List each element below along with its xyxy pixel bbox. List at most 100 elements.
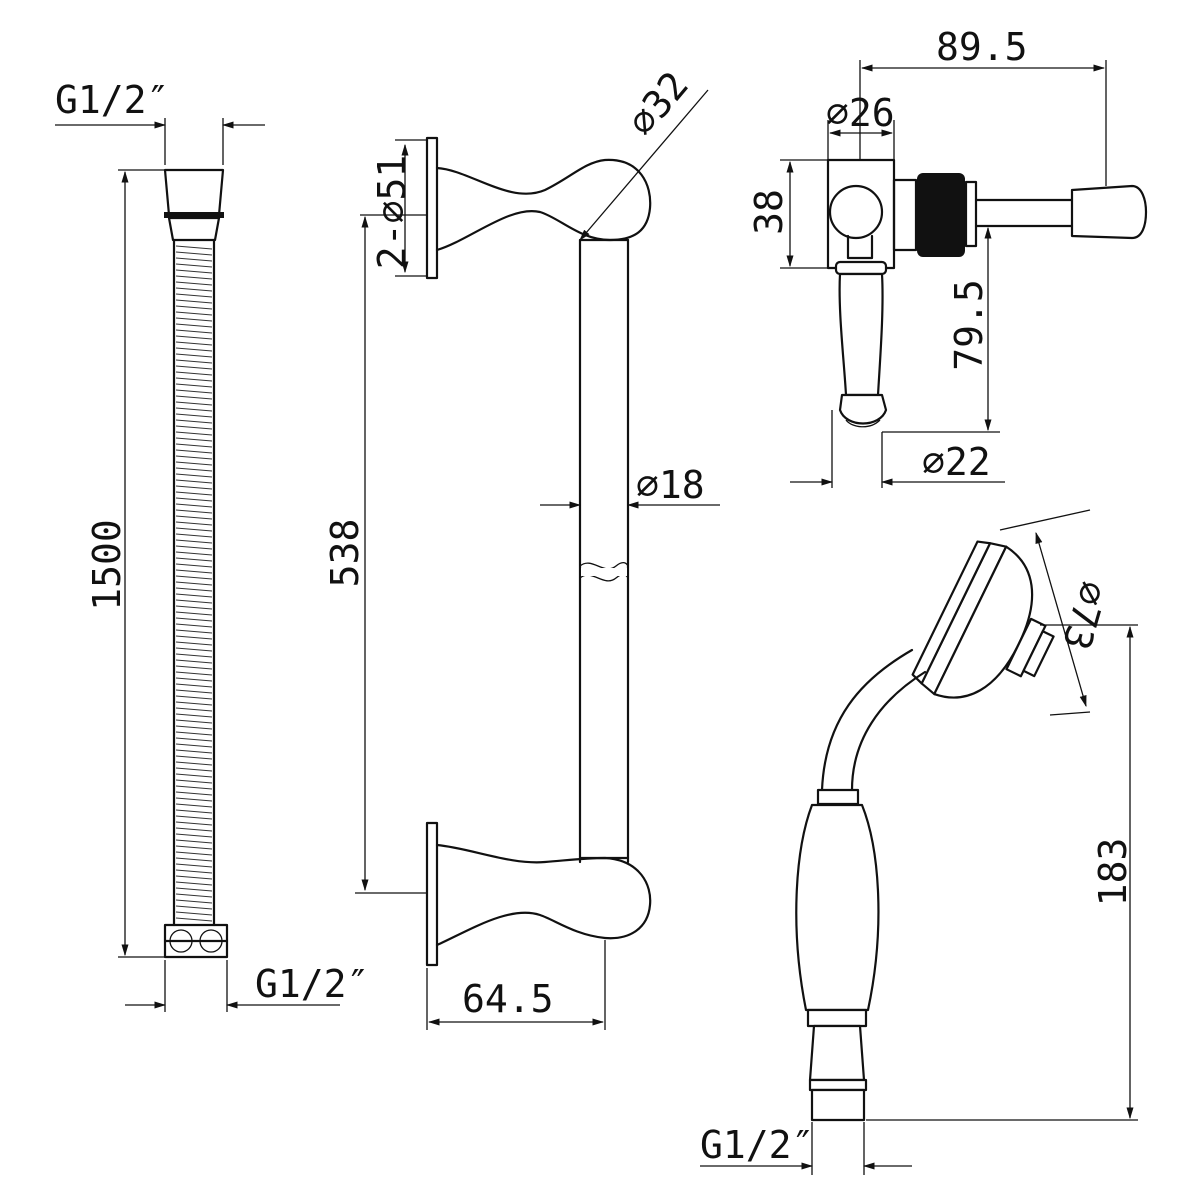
hose-rib [175, 455, 213, 460]
hose-rib [175, 839, 213, 844]
hand-shower: ⌀73 183 G1/2″ [700, 509, 1138, 1175]
hose-rib [175, 683, 213, 688]
hose-rib [175, 353, 213, 358]
hose-rib [175, 773, 213, 778]
bar-diameter-label: ⌀18 [636, 463, 705, 507]
hose-rib [175, 485, 213, 490]
hose-rib [175, 359, 213, 364]
hose-rib [175, 671, 213, 676]
hose-rib [175, 341, 213, 346]
hose-rib [175, 365, 213, 370]
hose-rib [175, 557, 213, 562]
hose-rib [175, 833, 213, 838]
holder-width-label: 89.5 [936, 25, 1028, 69]
hose-rib [175, 701, 213, 706]
hose-rib [175, 269, 213, 274]
hose-rib [175, 731, 213, 736]
hose-rib [175, 389, 213, 394]
hose-rib [175, 419, 213, 424]
hose-rib [175, 479, 213, 484]
projection-label: 64.5 [462, 977, 554, 1021]
hose-rib [175, 377, 213, 382]
hose-rib [175, 737, 213, 742]
hose-rib [175, 887, 213, 892]
hose-rib [175, 251, 213, 256]
hose-rib [175, 509, 213, 514]
hose-rib [175, 905, 213, 910]
hose-rib [175, 527, 213, 532]
hose-rib [175, 779, 213, 784]
hose-rib [175, 329, 213, 334]
head-diameter-label: ⌀73 [1054, 577, 1115, 655]
hose-rib [175, 551, 213, 556]
hose-rib [175, 827, 213, 832]
hose-rib [175, 461, 213, 466]
hose-rib [175, 797, 213, 802]
handle-diameter-label: ⌀22 [922, 440, 991, 484]
hose-rib [175, 245, 213, 250]
hose-rib [175, 863, 213, 868]
hose-rib [175, 677, 213, 682]
hose-rib [175, 815, 213, 820]
hose-top-thread-label: G1/2″ [55, 78, 169, 122]
hose-rib [175, 857, 213, 862]
hose-rib [175, 755, 213, 760]
hose-bottom-thread-label: G1/2″ [255, 962, 369, 1006]
hose-rib [175, 311, 213, 316]
slide-rail: 2-⌀51 ⌀32 538 ⌀18 64.5 [323, 63, 720, 1030]
hose-rib [175, 875, 213, 880]
hose-rib [175, 299, 213, 304]
hose-rib [175, 791, 213, 796]
hose-rib [175, 437, 213, 442]
hose-rib [175, 599, 213, 604]
hose-rib [175, 467, 213, 472]
hose-rib [175, 749, 213, 754]
hose-rib [175, 899, 213, 904]
hose-length-label: 1500 [85, 519, 129, 611]
hose-rib [175, 383, 213, 388]
hose-rib [175, 821, 213, 826]
hose-rib [175, 293, 213, 298]
hose-rib [175, 563, 213, 568]
hose-rib [175, 641, 213, 646]
hose-rib [175, 425, 213, 430]
hose-rib [175, 581, 213, 586]
hose-rib [175, 401, 213, 406]
hose-rib [175, 521, 213, 526]
hose-rib [175, 287, 213, 292]
hose-rib [175, 893, 213, 898]
handle-length-label: 79.5 [947, 279, 991, 371]
hose-rib [175, 635, 213, 640]
hose-rib [175, 869, 213, 874]
hose-rib [175, 845, 213, 850]
hose-rib [175, 743, 213, 748]
hose-rib [175, 881, 213, 886]
hose-rib [175, 575, 213, 580]
hose-rib [175, 809, 213, 814]
slide-holder: 89.5 ⌀26 38 79.5 ⌀22 [747, 25, 1148, 488]
holder-height-label: 38 [747, 189, 791, 235]
handset-height-label: 183 [1091, 838, 1135, 907]
bracket-diameter-label: ⌀32 [619, 63, 697, 144]
hose-rib [175, 851, 213, 856]
hose-rib [175, 725, 213, 730]
hose-rib [175, 767, 213, 772]
hose-rib [175, 569, 213, 574]
hose-rib [175, 761, 213, 766]
hose-rib [175, 803, 213, 808]
hose-rib [175, 473, 213, 478]
hose-rib [175, 665, 213, 670]
hose-rib [175, 347, 213, 352]
hose-rib [175, 497, 213, 502]
hose-rib [175, 431, 213, 436]
hose-rib [175, 719, 213, 724]
hose-rib [175, 443, 213, 448]
hose-rib [175, 407, 213, 412]
bracket-holes-label: 2-⌀51 [370, 155, 414, 269]
hose-rib [175, 545, 213, 550]
hose-rib [175, 617, 213, 622]
hose-rib [175, 785, 213, 790]
hose-rib [175, 503, 213, 508]
hose-rib [175, 593, 213, 598]
